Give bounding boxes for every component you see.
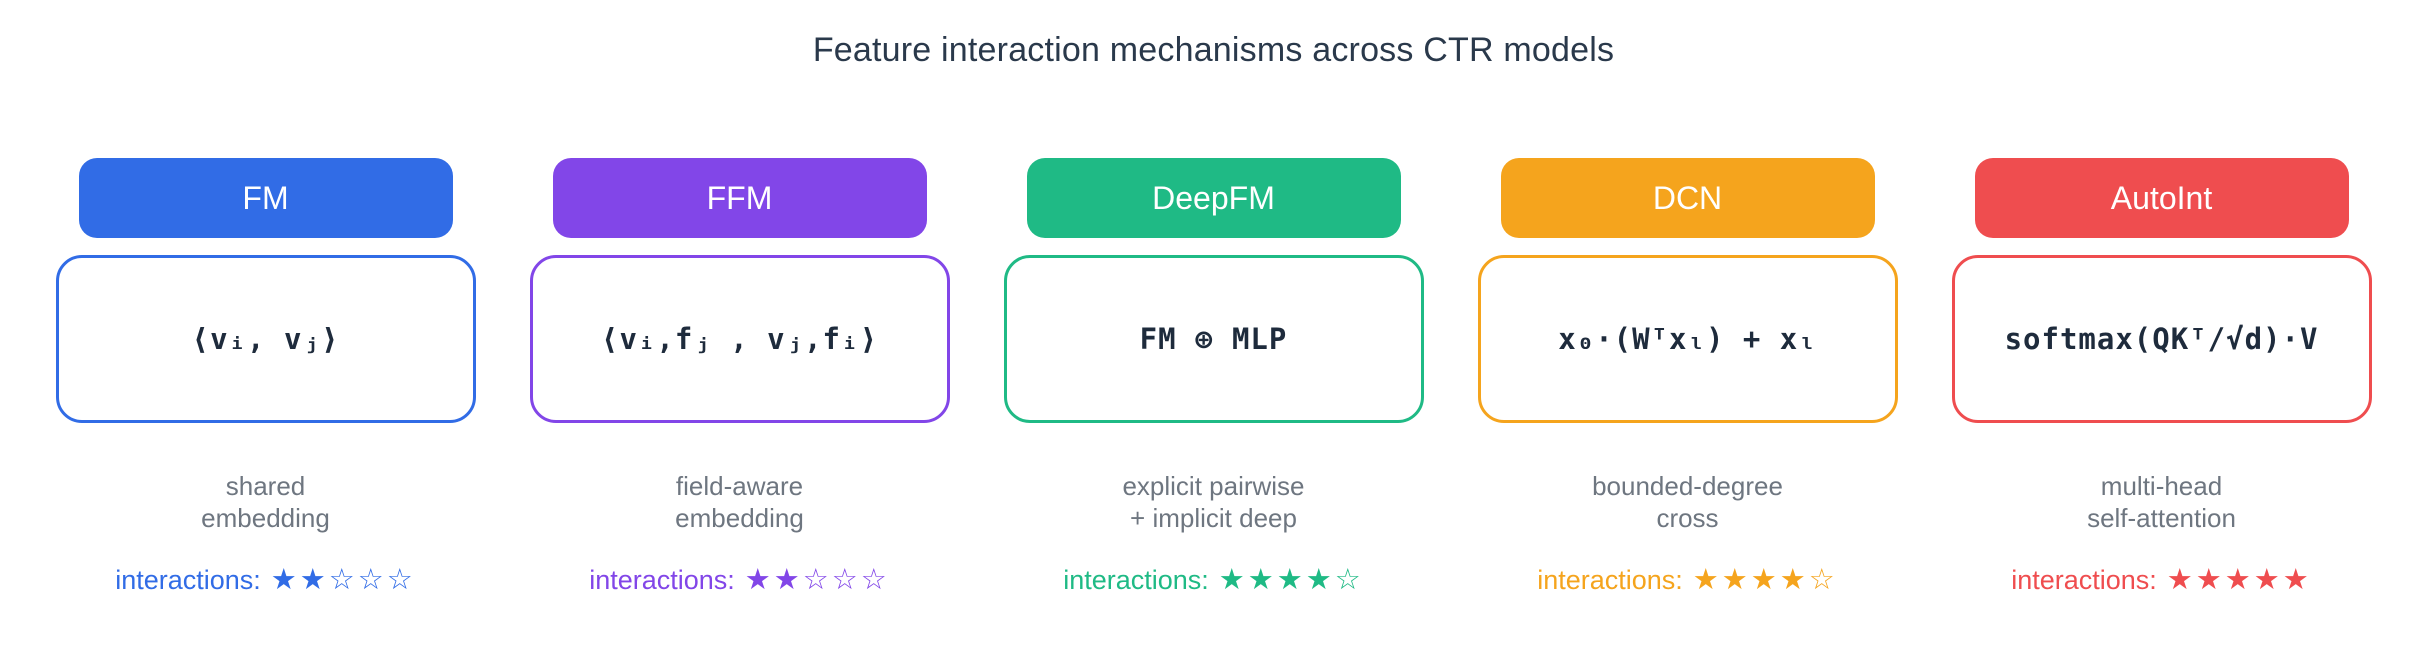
interaction-rating: interactions: ★★☆☆☆: [589, 562, 890, 597]
model-header-badge: FFM: [552, 158, 927, 238]
column-deepfm: DeepFM FM ⊕ MLP explicit pairwise + impl…: [1003, 158, 1424, 597]
formula-box: softmax(QKᵀ/√d)·V: [1951, 255, 2372, 423]
model-description: field-aware embedding: [675, 471, 804, 534]
star-rating: ★★★★☆: [1692, 564, 1838, 597]
interaction-rating: interactions: ★★☆☆☆: [115, 562, 416, 597]
star-rating: ★★★★★: [2166, 564, 2312, 597]
formula-box: ⟨vᵢ,fⱼ , vⱼ,fᵢ⟩: [529, 255, 950, 423]
formula-text: x₀·(Wᵀxₗ) + xₗ: [1558, 322, 1817, 356]
formula-text: ⟨vᵢ, vⱼ⟩: [191, 322, 340, 356]
rating-label: interactions:: [1063, 565, 1209, 596]
formula-text: ⟨vᵢ,fⱼ , vⱼ,fᵢ⟩: [601, 322, 878, 356]
model-header-badge: FM: [78, 158, 453, 238]
model-description: bounded-degree cross: [1592, 471, 1783, 534]
rating-label: interactions:: [115, 565, 261, 596]
column-ffm: FFM ⟨vᵢ,fⱼ , vⱼ,fᵢ⟩ field-aware embeddin…: [529, 158, 950, 597]
interaction-rating: interactions: ★★★★☆: [1063, 562, 1364, 597]
formula-text: softmax(QKᵀ/√d)·V: [2004, 322, 2319, 356]
star-rating: ★★☆☆☆: [270, 564, 416, 597]
interaction-rating: interactions: ★★★★☆: [1537, 562, 1838, 597]
formula-box: FM ⊕ MLP: [1003, 255, 1424, 423]
model-description: shared embedding: [201, 471, 330, 534]
model-columns: FM ⟨vᵢ, vⱼ⟩ shared embedding interaction…: [0, 158, 2427, 597]
model-name: AutoInt: [2110, 179, 2213, 216]
rating-label: interactions:: [2011, 565, 2157, 596]
model-name: DeepFM: [1152, 179, 1275, 216]
interaction-rating: interactions: ★★★★★: [2011, 562, 2312, 597]
column-dcn: DCN x₀·(Wᵀxₗ) + xₗ bounded-degree cross …: [1477, 158, 1898, 597]
star-rating: ★★★★☆: [1218, 564, 1364, 597]
model-header-badge: DCN: [1500, 158, 1875, 238]
model-name: FFM: [706, 179, 773, 216]
formula-box: x₀·(Wᵀxₗ) + xₗ: [1477, 255, 1898, 423]
model-name: DCN: [1652, 179, 1723, 216]
model-header-badge: DeepFM: [1026, 158, 1401, 238]
rating-label: interactions:: [1537, 565, 1683, 596]
page-title: Feature interaction mechanisms across CT…: [812, 31, 1615, 69]
model-header-badge: AutoInt: [1974, 158, 2349, 238]
formula-text: FM ⊕ MLP: [1139, 322, 1288, 356]
rating-label: interactions:: [589, 565, 735, 596]
column-autoint: AutoInt softmax(QKᵀ/√d)·V multi-head sel…: [1951, 158, 2372, 597]
model-description: multi-head self-attention: [2087, 471, 2236, 534]
model-description: explicit pairwise + implicit deep: [1122, 471, 1305, 534]
star-rating: ★★☆☆☆: [744, 564, 890, 597]
formula-box: ⟨vᵢ, vⱼ⟩: [55, 255, 476, 423]
model-name: FM: [242, 179, 289, 216]
column-fm: FM ⟨vᵢ, vⱼ⟩ shared embedding interaction…: [55, 158, 476, 597]
